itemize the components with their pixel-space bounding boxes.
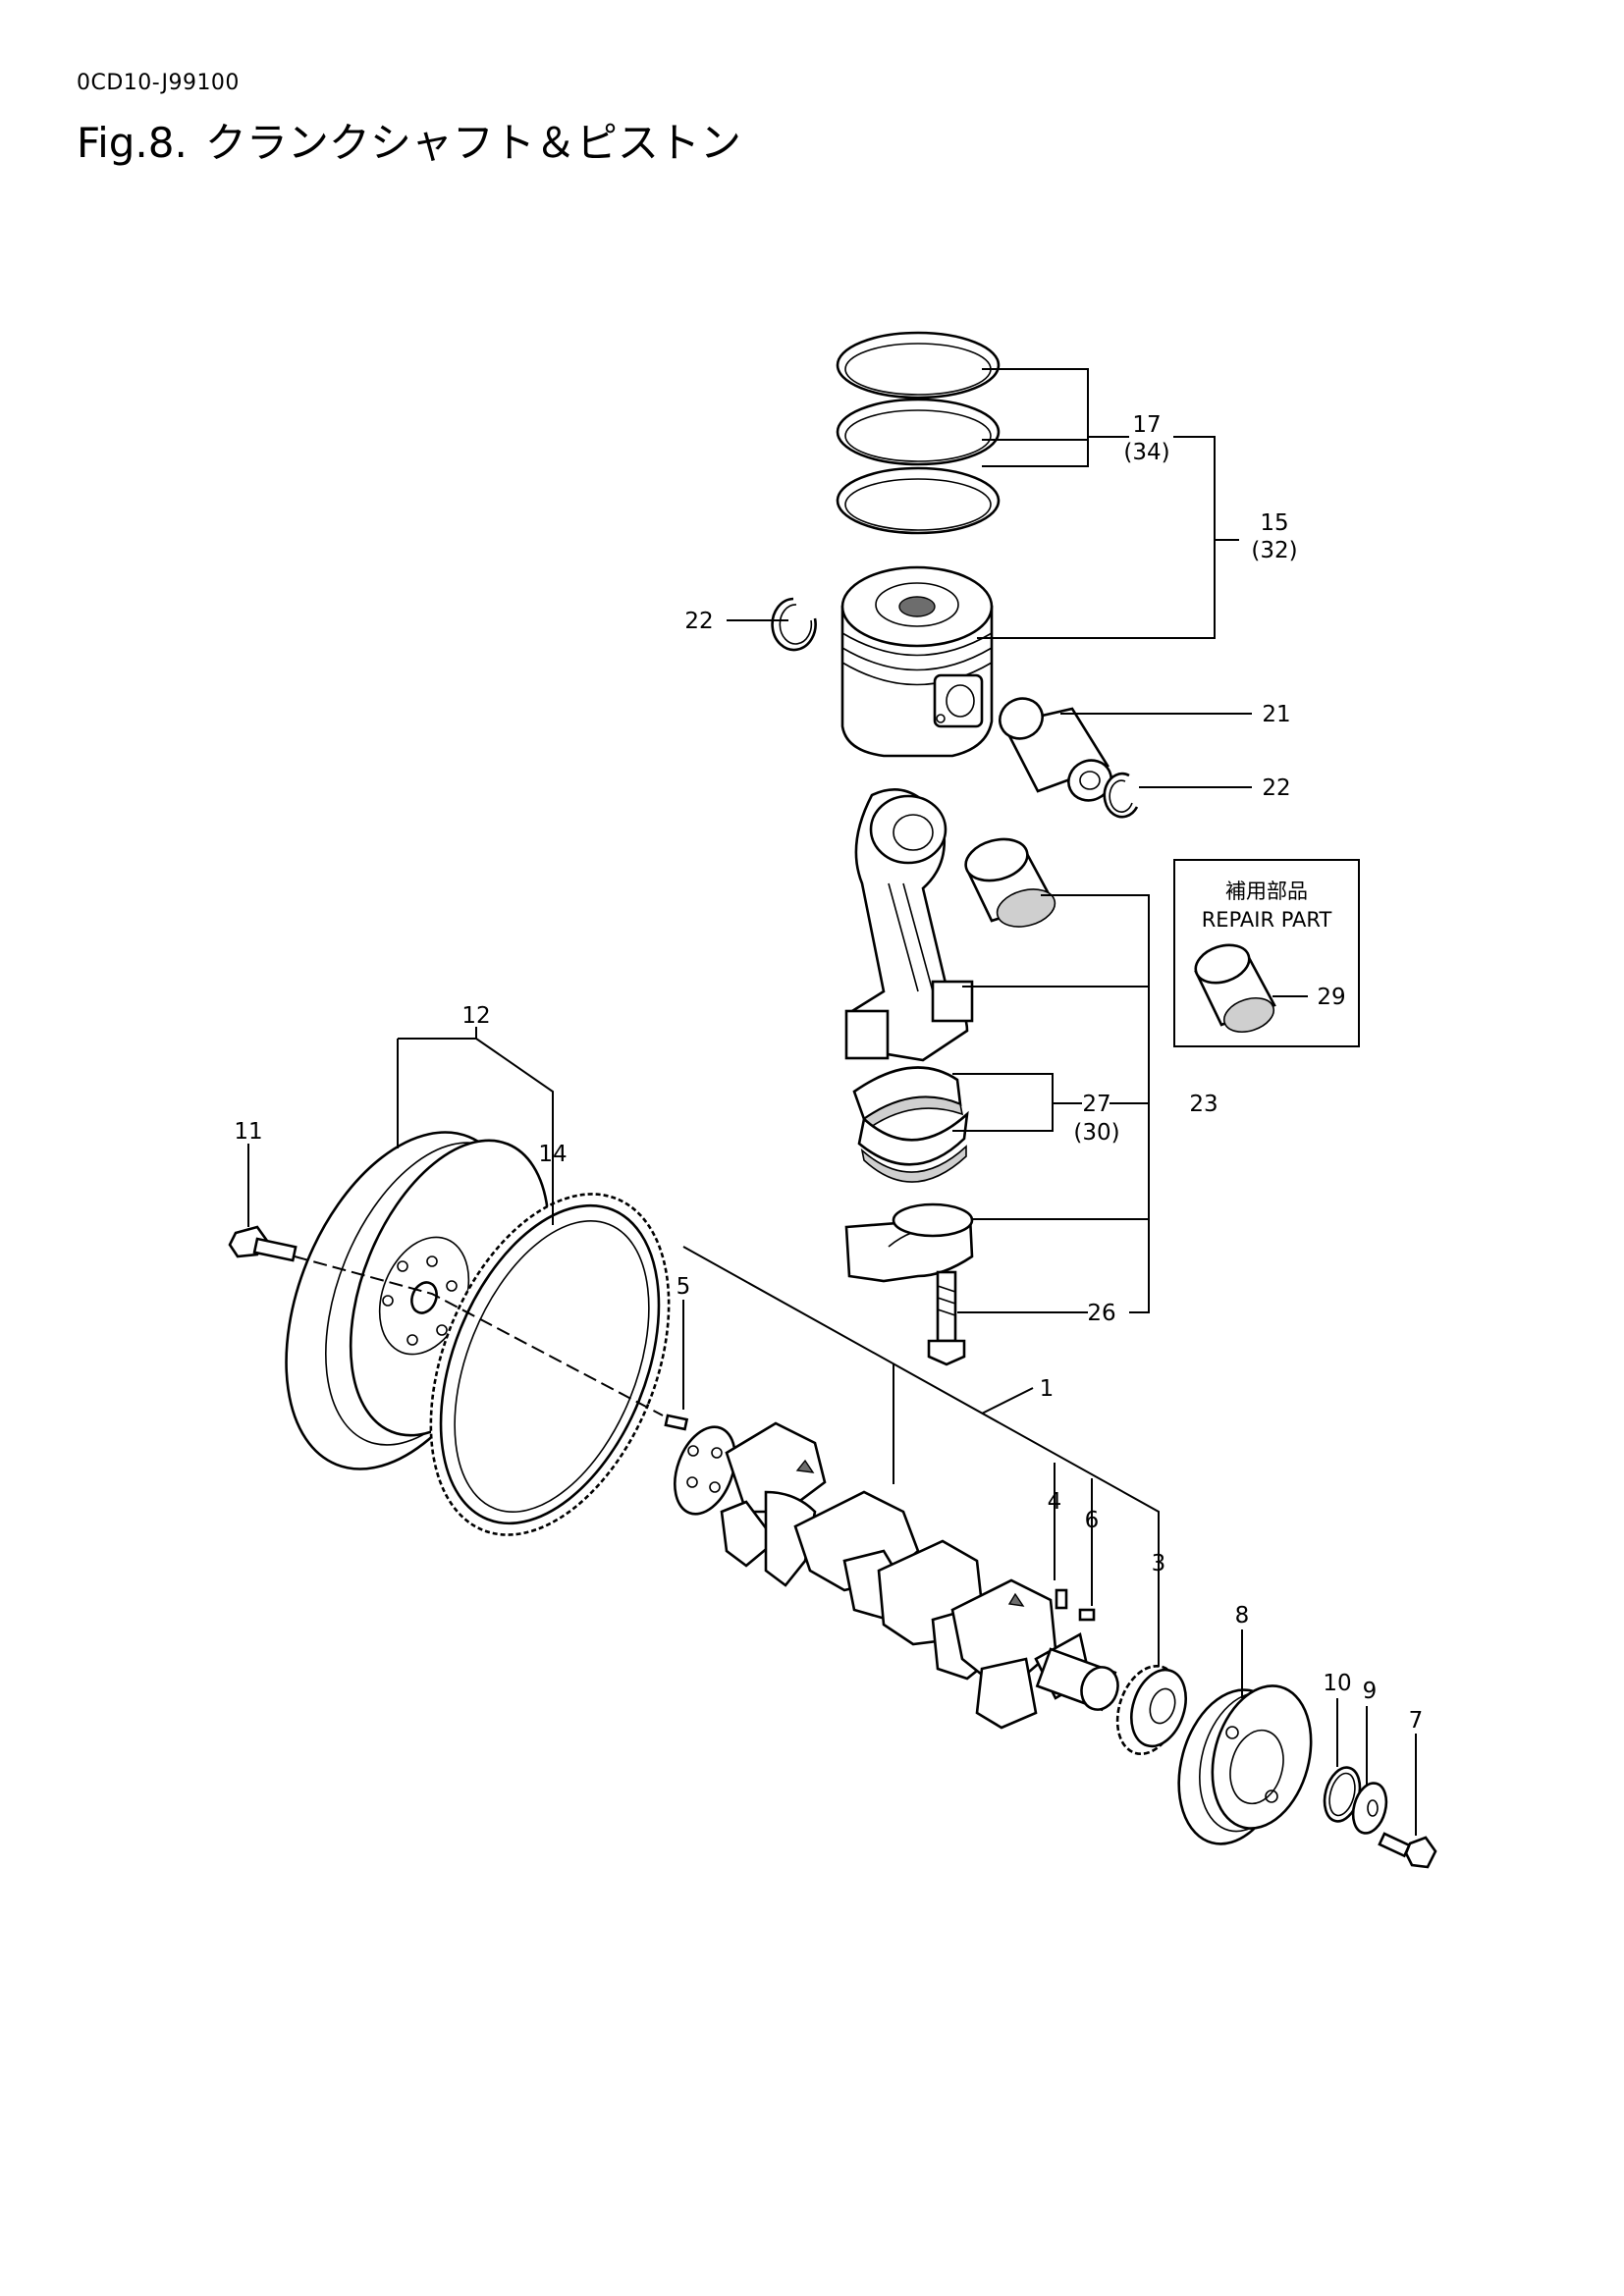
callout-3: 3	[1152, 1551, 1166, 1576]
repair-box-title-jp: 補用部品	[1225, 880, 1308, 903]
snap-ring-right	[1103, 772, 1139, 819]
callout-17-alt: (34)	[1123, 440, 1169, 465]
callout-8: 8	[1235, 1603, 1250, 1629]
callout-12: 12	[461, 1003, 490, 1029]
repair-part-box: 補用部品 REPAIR PART	[1173, 859, 1360, 1047]
callout-10: 10	[1323, 1671, 1351, 1696]
callout-22-left: 22	[684, 609, 713, 634]
small-end-bushing	[964, 837, 1056, 928]
callout-29: 29	[1317, 985, 1345, 1010]
callout-7: 7	[1409, 1708, 1424, 1734]
callout-6: 6	[1085, 1508, 1100, 1533]
piston-pin	[999, 697, 1112, 802]
callout-27: 27	[1082, 1092, 1110, 1117]
repair-box-title-en: REPAIR PART	[1202, 908, 1332, 932]
bearing-cap	[844, 1202, 974, 1283]
callout-17: 17	[1132, 412, 1161, 438]
piston	[840, 565, 994, 758]
callout-22-right: 22	[1262, 775, 1290, 801]
callout-26: 26	[1087, 1301, 1115, 1326]
crankshaft	[674, 1421, 1119, 1730]
connecting-rod	[844, 788, 974, 1062]
flywheel-bolt	[228, 1225, 298, 1262]
callout-5: 5	[677, 1274, 691, 1300]
dowel-pin	[664, 1414, 689, 1431]
callout-21: 21	[1262, 702, 1290, 727]
callout-23: 23	[1189, 1092, 1218, 1117]
callout-15: 15	[1260, 510, 1288, 536]
callout-4: 4	[1048, 1489, 1062, 1515]
piston-rings	[836, 331, 1001, 535]
snap-ring-left	[771, 597, 817, 652]
callout-27-alt: (30)	[1073, 1120, 1119, 1146]
washer	[1351, 1782, 1388, 1835]
connecting-rod-bolt	[927, 1270, 966, 1366]
pulley-bolt	[1378, 1832, 1437, 1869]
connecting-rod-bearings	[852, 1066, 969, 1183]
woodruff-key	[1055, 1588, 1068, 1610]
document-code: 0CD10-J99100	[77, 71, 240, 95]
figure-title: Fig.8. クランクシャフト＆ピストン	[77, 110, 759, 170]
callout-1: 1	[1040, 1376, 1055, 1402]
figure-number: Fig.8.	[77, 119, 188, 167]
callout-15-alt: (32)	[1251, 538, 1297, 563]
crank-gear	[1115, 1664, 1187, 1756]
ring-gear	[429, 1193, 671, 1536]
crank-pulley	[1177, 1684, 1313, 1845]
callout-14: 14	[538, 1142, 567, 1167]
callout-labels: 17 (34) 15 (32) 22 21 22 29 27 (30) 23 2…	[234, 412, 1423, 1734]
leader-lines	[247, 368, 1417, 1836]
figure-name: クランクシャフト＆ピストン	[204, 119, 741, 167]
callout-11: 11	[234, 1119, 262, 1145]
key	[1078, 1608, 1096, 1622]
callout-9: 9	[1363, 1679, 1378, 1704]
